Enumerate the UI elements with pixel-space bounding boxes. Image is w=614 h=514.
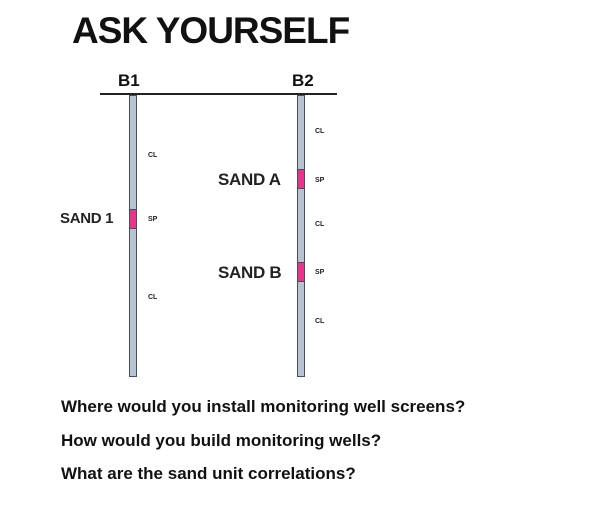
boring-b2-sand-a-layer xyxy=(297,169,305,189)
boring-b2-sand-b-layer xyxy=(297,262,305,282)
question-well-screens: Where would you install monitoring well … xyxy=(61,397,466,416)
b2-soil-label-2: SP xyxy=(315,177,325,184)
b2-soil-label-3: CL xyxy=(315,221,325,228)
b1-soil-label-sand: SP xyxy=(148,216,158,223)
question-build-wells: How would you build monitoring wells? xyxy=(61,431,382,450)
sand-a-label: SAND A xyxy=(218,170,281,189)
boring-b2-label: B2 xyxy=(292,71,314,90)
b2-soil-label-5: CL xyxy=(315,318,325,325)
b2-soil-label-4: SP xyxy=(315,269,325,276)
page-title: ASK YOURSELF xyxy=(72,10,350,51)
boring-b1-column xyxy=(129,95,137,377)
boring-b1-sand-layer xyxy=(129,209,137,229)
b2-soil-label-1: CL xyxy=(315,128,325,135)
b1-soil-label-lower: CL xyxy=(148,294,158,301)
b1-soil-label-upper: CL xyxy=(148,152,158,159)
sand-1-label: SAND 1 xyxy=(60,210,114,227)
sand-b-label: SAND B xyxy=(218,263,282,282)
ground-surface-line xyxy=(100,93,337,95)
boring-b1-label: B1 xyxy=(118,71,140,90)
question-sand-correlations: What are the sand unit correlations? xyxy=(61,464,356,483)
boring-b2-column xyxy=(297,95,305,377)
